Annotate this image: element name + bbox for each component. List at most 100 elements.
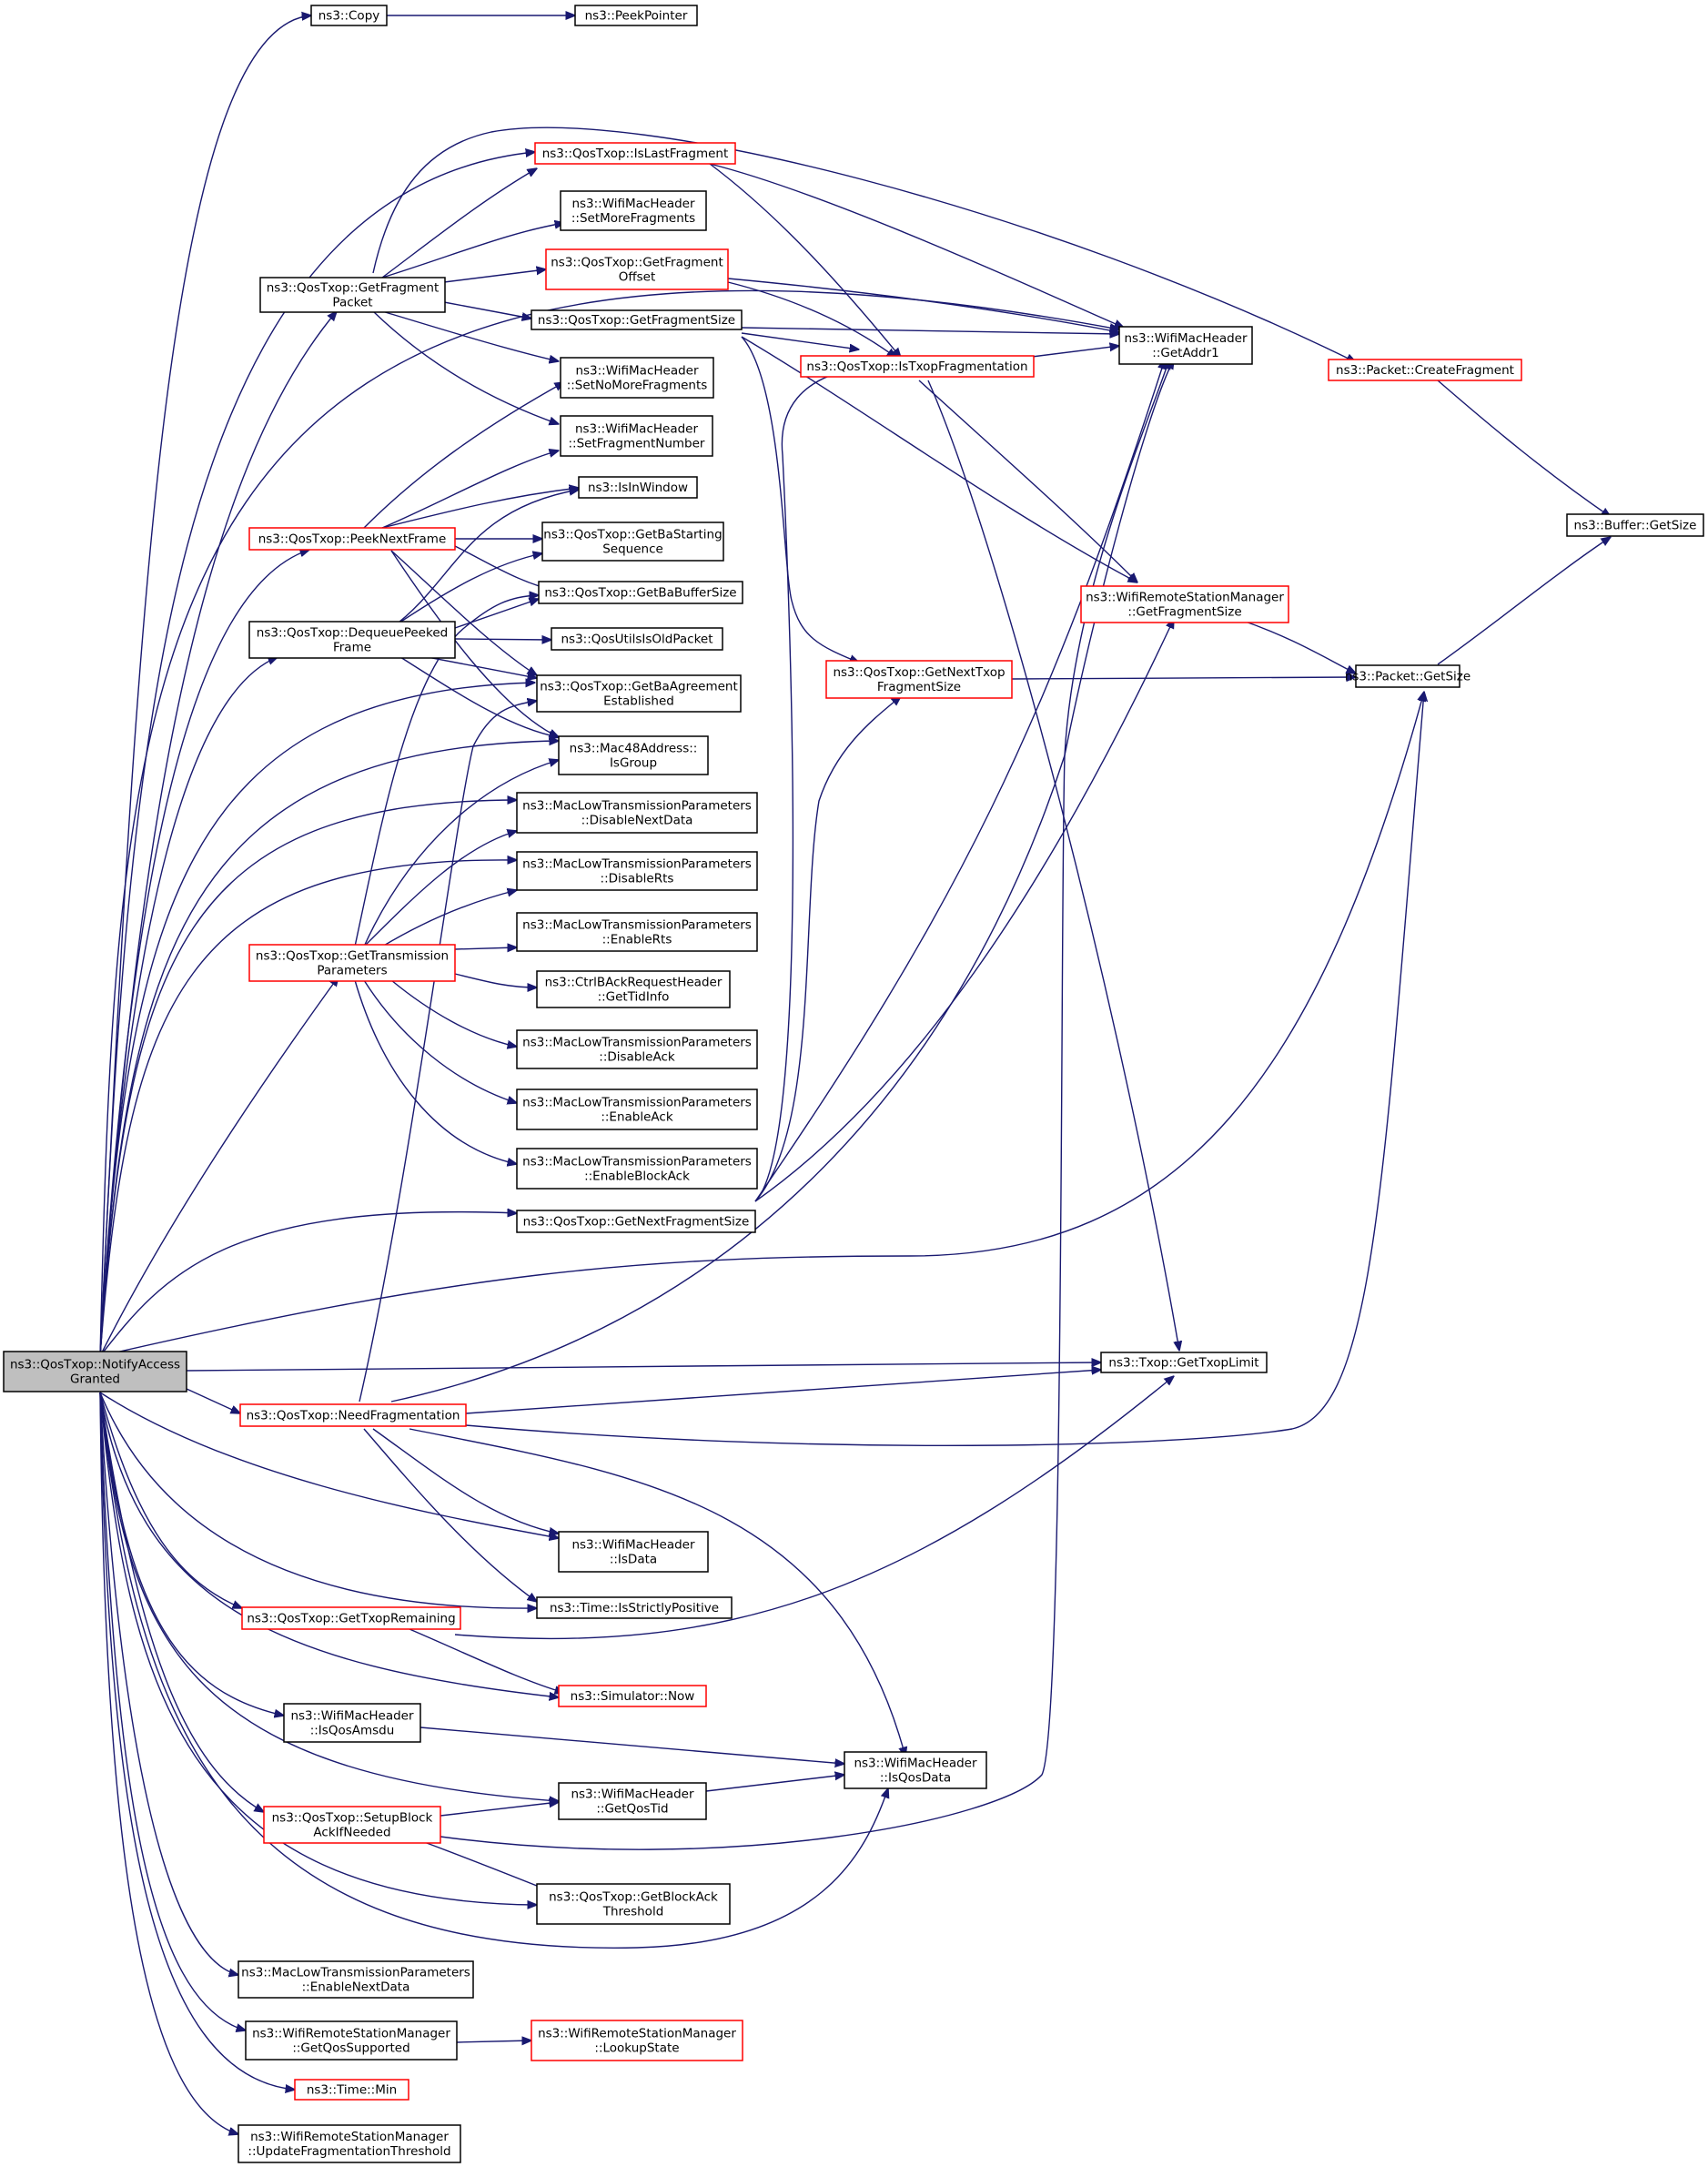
edge-peeknext-isinwindow (381, 488, 579, 529)
edge-getfragoffset-getaddr1 (727, 278, 1119, 332)
node-box (248, 621, 456, 659)
edge-notify-timemin (99, 1392, 295, 2090)
node-gettxoprem[interactable]: ns3::QosTxop::GetTxopRemaining (241, 1606, 461, 1630)
node-gettxoplimit[interactable]: ns3::Txop::GetTxopLimit (1100, 1352, 1268, 1373)
node-lookupstate[interactable]: ns3::WifiRemoteStationManager::LookupSta… (531, 2020, 743, 2061)
node-disnextdata[interactable]: ns3::MacLowTransmissionParameters::Disab… (516, 792, 758, 834)
node-isstrictpos[interactable]: ns3::Time::IsStrictlyPositive (536, 1596, 733, 1619)
edge-needfrag-isdata (372, 1428, 559, 1534)
node-isqosamsdu[interactable]: ns3::WifiMacHeader::IsQosAmsdu (283, 1703, 421, 1743)
node-label: Parameters (317, 964, 387, 978)
node-enrts[interactable]: ns3::MacLowTransmissionParameters::Enabl… (516, 912, 758, 952)
node-qosold[interactable]: ns3::QosUtilsIsOldPacket (551, 627, 723, 651)
edge-notify-getbaagr (99, 683, 535, 1357)
node-isdata[interactable]: ns3::WifiMacHeader::IsData (558, 1531, 709, 1573)
node-bufget[interactable]: ns3::Buffer::GetSize (1566, 513, 1704, 537)
node-enblockack[interactable]: ns3::MacLowTransmissionParameters::Enabl… (516, 1148, 758, 1190)
edge-notify-islastfrag (99, 152, 535, 1357)
node-label: ns3::Time::IsStrictlyPositive (550, 1601, 719, 1615)
node-isqosdata[interactable]: ns3::WifiMacHeader::IsQosData (844, 1751, 987, 1789)
node-pktgetsize[interactable]: ns3::Packet::GetSize (1345, 664, 1470, 688)
node-label: ::UpdateFragmentationThreshold (248, 2144, 450, 2159)
edge-notify-gettxoplimit (186, 1362, 1101, 1372)
edge-notify-isstrictpos (99, 1392, 537, 1608)
node-gettidinfo[interactable]: ns3::CtrlBAckRequestHeader::GetTidInfo (536, 970, 731, 1008)
node-label: ns3::WifiRemoteStationManager (250, 2130, 449, 2144)
node-label: ns3::WifiMacHeader (1124, 331, 1248, 346)
node-getqostid[interactable]: ns3::WifiMacHeader::GetQosTid (558, 1782, 707, 1820)
node-createfrag[interactable]: ns3::Packet::CreateFragment (1328, 359, 1522, 381)
node-label: ns3::Mac48Address:: (570, 742, 698, 756)
edge-notify-disrts (99, 860, 517, 1357)
node-label: ns3::PeekPointer (585, 9, 688, 24)
node-needfrag[interactable]: ns3::QosTxop::NeedFragmentation (239, 1403, 467, 1427)
node-rsmgetfragsize[interactable]: ns3::WifiRemoteStationManager::GetFragme… (1080, 585, 1289, 623)
node-islastfrag[interactable]: ns3::QosTxop::IsLastFragment (534, 142, 736, 165)
node-box (541, 521, 724, 562)
node-label: ns3::Packet::GetSize (1345, 670, 1470, 684)
edge-getfragpacket-getfragsize (443, 301, 531, 319)
node-label: Granted (70, 1372, 120, 1387)
node-enack[interactable]: ns3::MacLowTransmissionParameters::Enabl… (516, 1089, 758, 1130)
node-box (238, 2124, 461, 2163)
node-label: ns3::QosTxop::GetTxopRemaining (247, 1612, 455, 1626)
node-label: ns3::Packet::CreateFragment (1336, 363, 1514, 378)
edge-gettxoprem-simnow (409, 1628, 564, 1693)
edge-notify-getnextfragsize (99, 1212, 517, 1357)
node-box (558, 1531, 709, 1573)
node-ennextdata[interactable]: ns3::MacLowTransmissionParameters::Enabl… (238, 1960, 474, 1999)
edge-getfragsize-rsmgetfragsize (741, 336, 1137, 582)
node-label: ns3::QosTxop::GetBaStarting (543, 528, 722, 542)
edge-istxopfrag-rsmgetfragsize (918, 380, 1137, 582)
node-disack[interactable]: ns3::MacLowTransmissionParameters::Disab… (516, 1029, 758, 1069)
node-getqossupp[interactable]: ns3::WifiRemoteStationManager::GetQosSup… (245, 2020, 458, 2061)
node-isinwindow[interactable]: ns3::IsInWindow (578, 476, 698, 499)
node-box (1100, 1352, 1268, 1373)
edge-getfragsize-getaddr1 (741, 327, 1119, 334)
edge-notify-getaddr1 (99, 289, 1119, 1357)
node-label: ns3::Time::Min (307, 2083, 397, 2098)
node-label: IsGroup (610, 756, 657, 771)
node-disrts[interactable]: ns3::MacLowTransmissionParameters::Disab… (516, 851, 758, 891)
edge-setupblockack-getqostid (440, 1802, 559, 1817)
edge-notify-dequeue (99, 657, 278, 1357)
node-updfragthr[interactable]: ns3::WifiRemoteStationManager::UpdateFra… (238, 2124, 461, 2163)
node-istxopfrag[interactable]: ns3::QosTxop::IsTxopFragmentation (800, 355, 1035, 378)
node-setnomorefrag[interactable]: ns3::WifiMacHeader::SetNoMoreFragments (560, 357, 714, 399)
node-copy[interactable]: ns3::Copy (310, 5, 388, 26)
node-setmorefrag[interactable]: ns3::WifiMacHeader::SetMoreFragments (560, 190, 707, 231)
edge-gettxparams-disack (390, 979, 517, 1047)
node-timemin[interactable]: ns3::Time::Min (294, 2079, 409, 2101)
node-label: AckIfNeeded (313, 1826, 390, 1840)
node-label: ns3::QosTxop::NeedFragmentation (247, 1409, 460, 1423)
node-box (516, 1089, 758, 1130)
node-getbabuf[interactable]: ns3::QosTxop::GetBaBufferSize (538, 581, 743, 604)
node-getaddr1[interactable]: ns3::WifiMacHeader::GetAddr1 (1118, 326, 1253, 365)
node-label: ns3::MacLowTransmissionParameters (522, 1096, 752, 1110)
edge-getnextfragsize-istxopfrag (754, 368, 859, 1202)
node-getnextfragsize[interactable]: ns3::QosTxop::GetNextFragmentSize (516, 1210, 756, 1233)
edge-setupblockack-getblockackthr (409, 1836, 555, 1893)
node-peekptr[interactable]: ns3::PeekPointer (574, 5, 698, 26)
node-simnow[interactable]: ns3::Simulator::Now (558, 1685, 707, 1707)
edge-getqossupp-lookupstate (456, 2040, 531, 2042)
node-box (560, 190, 707, 231)
node-getfragsize[interactable]: ns3::QosTxop::GetFragmentSize (531, 309, 743, 330)
edge-notify-getqostid (99, 1392, 559, 1801)
node-setfragnum[interactable]: ns3::WifiMacHeader::SetFragmentNumber (560, 415, 713, 457)
node-label: ::IsQosAmsdu (310, 1724, 395, 1738)
node-isgroup[interactable]: ns3::Mac48Address::IsGroup (558, 735, 709, 775)
edge-notify-peeknext (99, 550, 309, 1357)
node-peeknext[interactable]: ns3::QosTxop::PeekNextFrame (248, 527, 456, 551)
